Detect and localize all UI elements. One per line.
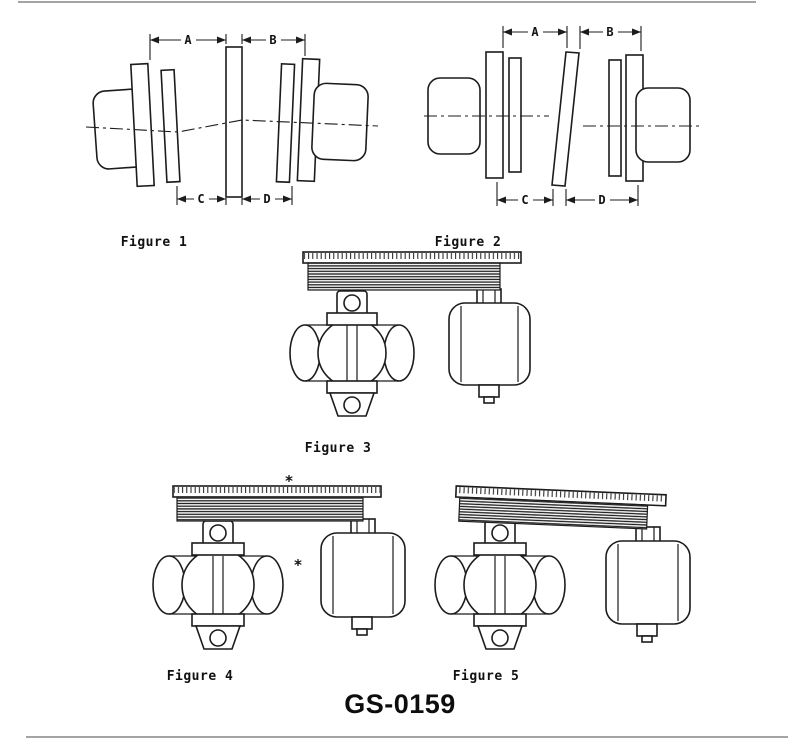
fig3-ruler-graduations bbox=[304, 253, 520, 259]
fig3-caption: Figure 3 bbox=[305, 441, 372, 456]
figure-5-diagram: Figure 5 bbox=[434, 485, 691, 684]
fig3-shaft-end-left bbox=[289, 324, 321, 382]
fig4-motor-drum bbox=[320, 518, 406, 636]
fig3-straightedge-shaded-face bbox=[307, 262, 501, 291]
fig1-dimension-d: D bbox=[241, 186, 293, 206]
fig3-motor-foot bbox=[478, 384, 500, 398]
fig1-dim-c-label: C bbox=[197, 192, 204, 206]
fig3-straightedge bbox=[302, 251, 522, 291]
fig3-motor-pulley-flanges bbox=[482, 289, 496, 304]
fig2-right-thin-disc bbox=[608, 59, 622, 177]
fig4-bottom-mount-plate bbox=[191, 613, 245, 627]
fig5-sheave-face bbox=[463, 548, 537, 622]
fig2-tilted-disc bbox=[551, 51, 580, 187]
fig5-caption: Figure 5 bbox=[453, 669, 520, 684]
fig5-bottom-bearing-bolt bbox=[491, 629, 509, 647]
fig1-caption: Figure 1 bbox=[121, 235, 188, 250]
fig2-dimension-d: D bbox=[565, 185, 639, 207]
fig2-left-thin-disc bbox=[508, 57, 522, 173]
figure-4-diagram: * * Figure 4 bbox=[152, 472, 406, 684]
fig5-top-mount-plate bbox=[473, 542, 527, 556]
fig5-motor-rim-lines bbox=[617, 544, 679, 621]
figure-1-diagram: A B C D Figure 1 bbox=[85, 33, 379, 250]
fig1-dimension-c: C bbox=[176, 186, 227, 206]
fig4-note-marker-side: * bbox=[293, 556, 302, 574]
fig2-right-shaft-hub bbox=[635, 87, 691, 163]
fig5-straightedge bbox=[454, 485, 667, 530]
fig4-caption: Figure 4 bbox=[167, 669, 234, 684]
fig5-bottom-mount-plate bbox=[473, 613, 527, 627]
fig1-right-shaft-hub bbox=[311, 82, 369, 162]
fig5-motor-foot bbox=[636, 623, 658, 637]
fig4-ruler-graduations bbox=[174, 487, 380, 493]
fig3-motor-foot-nub bbox=[483, 396, 495, 404]
fig4-shaft-end-left bbox=[152, 555, 186, 615]
fig2-dimension-b: B bbox=[579, 25, 642, 51]
fig4-top-bearing-bolt bbox=[209, 524, 227, 542]
fig5-shaft-end-right bbox=[532, 555, 566, 615]
fig3-pulley-assembly bbox=[289, 290, 415, 417]
fig3-bottom-mount-plate bbox=[326, 380, 378, 394]
fig1-dim-d-label: D bbox=[263, 192, 270, 206]
fig4-top-mount-plate bbox=[191, 542, 245, 556]
fig5-straightedge-shaded-face bbox=[458, 496, 649, 530]
fig4-straightedge bbox=[172, 485, 382, 522]
fig1-dimension-b: B bbox=[241, 33, 306, 56]
fig4-motor-foot bbox=[351, 616, 373, 630]
fig5-motor-pulley-flanges bbox=[641, 527, 655, 542]
fig4-shaft-end-right bbox=[250, 555, 284, 615]
fig2-caption: Figure 2 bbox=[435, 235, 502, 250]
fig2-dimension-a: A bbox=[502, 25, 568, 48]
fig5-pulley-assembly bbox=[434, 520, 566, 650]
fig4-sheave-groove-lines bbox=[212, 556, 224, 614]
fig3-top-mount-plate bbox=[326, 312, 378, 326]
fig3-motor-rim-lines bbox=[460, 306, 519, 382]
fig2-left-flange-disc bbox=[485, 51, 504, 179]
figure-2-diagram: A B C D Figure 2 bbox=[424, 25, 699, 250]
fig3-sheave-face bbox=[317, 318, 387, 388]
fig1-bent-centerline bbox=[85, 119, 379, 133]
fig1-left-thin-disc bbox=[160, 68, 181, 184]
fig3-motor-drum bbox=[448, 288, 531, 404]
fig5-shaft-end-left bbox=[434, 555, 468, 615]
fig5-ruler-graduations bbox=[456, 487, 664, 502]
fig1-dim-a-label: A bbox=[184, 33, 192, 47]
fig5-sheave-groove-lines bbox=[494, 556, 506, 614]
fig4-sheave-face bbox=[181, 548, 255, 622]
fig4-motor-rim-lines bbox=[332, 536, 394, 614]
fig2-dim-c-label: C bbox=[521, 193, 528, 207]
figure-3-diagram: Figure 3 bbox=[289, 251, 531, 456]
fig1-dim-b-label: B bbox=[269, 33, 276, 47]
fig3-sheave-groove-lines bbox=[346, 325, 358, 381]
fig4-motor-foot-nub bbox=[356, 628, 368, 636]
fig3-bottom-bearing-bolt bbox=[343, 396, 361, 414]
fig5-motor-foot-nub bbox=[641, 635, 653, 643]
fig1-dimension-a: A bbox=[149, 33, 227, 60]
fig3-motor-pulley bbox=[476, 288, 502, 305]
fig4-straightedge-shaded-face bbox=[176, 496, 364, 522]
fig4-pulley-assembly bbox=[152, 520, 284, 650]
fig5-top-bearing-bolt bbox=[491, 524, 509, 542]
fig2-dimension-c: C bbox=[496, 182, 554, 207]
fig3-shaft-end-right bbox=[383, 324, 415, 382]
fig2-dim-d-label: D bbox=[598, 193, 605, 207]
fig1-left-flange-disc bbox=[129, 62, 156, 188]
fig4-bottom-bearing-bolt bbox=[209, 629, 227, 647]
fig1-right-thin-disc bbox=[275, 62, 296, 184]
fig2-dim-b-label: B bbox=[606, 25, 613, 39]
document-code: GS-0159 bbox=[344, 689, 456, 719]
fig4-note-marker-top: * bbox=[284, 472, 293, 490]
fig2-dim-a-label: A bbox=[531, 25, 539, 39]
fig5-motor-drum bbox=[605, 526, 691, 643]
fig3-top-bearing-bolt bbox=[343, 294, 361, 312]
